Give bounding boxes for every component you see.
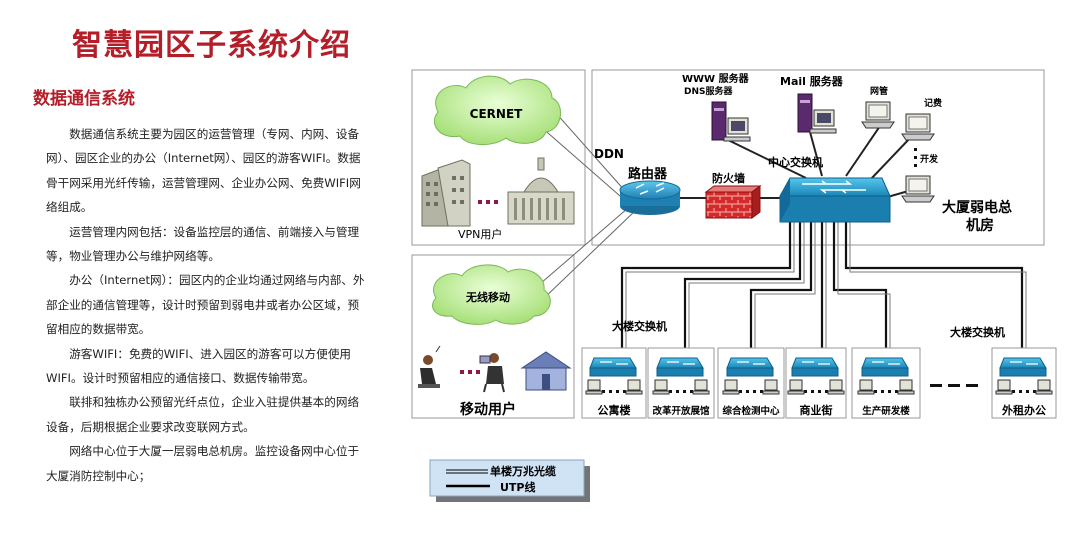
utp-lines (620, 222, 1024, 352)
firewall-icon (704, 185, 762, 219)
building-label: 综合检测中心 (722, 405, 780, 417)
central-switch-icon (779, 177, 891, 223)
paragraph: 网络中心位于大厦一层弱电总机房。监控设备网中心位于大厦消防控制中心； (46, 444, 360, 483)
building-box: 商业街 (785, 347, 847, 419)
pc-icon (787, 379, 805, 395)
vertical-dots (914, 148, 917, 167)
building-switch-icon (791, 357, 839, 377)
wireless-label: 无线移动 (465, 290, 510, 304)
pc-icon (692, 379, 710, 395)
description-text: 数据通信系统主要为园区的运营管理（专网、内网、设备网）、园区企业的办公（Inte… (46, 122, 368, 488)
building-box: 综合检测中心 (717, 347, 785, 419)
dotted-link (1012, 390, 1036, 393)
paragraph: 游客WIFI：免费的WIFI、进入园区的游客可以方便使用WIFI。设计时预留相应… (46, 346, 352, 386)
building-switch-icon (999, 357, 1047, 377)
ellipsis-dashes (930, 384, 978, 387)
router-icon (619, 180, 681, 215)
accounting-pc-icon (901, 113, 935, 141)
building-switch-icon (656, 357, 704, 377)
pc-icon (625, 379, 643, 395)
dotted-link (874, 390, 898, 393)
section-title: 数据通信系统 (33, 89, 135, 109)
ddn-label: DDN (594, 147, 624, 161)
pc-icon (585, 379, 603, 395)
building-label: 商业街 (800, 403, 833, 417)
dns-server-label: DNS服务器 (684, 85, 733, 97)
house-icon (520, 351, 572, 391)
vpn-users-label: VPN用户 (458, 227, 502, 241)
building-box: 生产研发楼 (851, 347, 921, 419)
wireless-cloud: 无线移动 (432, 264, 551, 325)
page-title: 智慧园区子系统介绍 (72, 28, 351, 63)
network-mgmt-label: 网管 (870, 85, 888, 97)
firewall-label: 防火墙 (712, 171, 745, 185)
paragraph: 运营管理内网包括：设备监控层的通信、前端接入与管理等，物业管理办公与维护网络等。 (46, 224, 360, 264)
pc-icon (827, 379, 845, 395)
mobile-user-icon (418, 345, 441, 388)
dotted-link (804, 390, 828, 393)
mobile-users-label: 移动用户 (460, 401, 516, 418)
www-server-icon (711, 101, 751, 142)
pc-icon (1035, 379, 1053, 395)
building-switch-label: 大楼交换机 (950, 325, 1005, 339)
mail-server-label: Mail 服务器 (780, 74, 844, 88)
dotted-link (739, 390, 763, 393)
legend-fiber-label: 单楼万兆光缆 (490, 464, 556, 478)
pc-icon (995, 379, 1013, 395)
cernet-label: CERNET (470, 107, 523, 121)
fiber-lines (625, 222, 1027, 352)
building-switch-icon (589, 357, 637, 377)
capitol-building-icon (507, 157, 575, 225)
pc-icon (857, 379, 875, 395)
pc-icon (897, 379, 915, 395)
building-switch-label: 大楼交换机 (612, 319, 667, 333)
laptop-user-icon (479, 353, 505, 393)
pc-icon (722, 379, 740, 395)
paragraph: 办公（Internet网）：园区内的企业均通过网络与内部、外部企业的通信管理等，… (46, 273, 365, 337)
development-label: 开发 (920, 153, 939, 165)
accounting-label: 记费 (924, 97, 942, 109)
pc-icon (762, 379, 780, 395)
building-box: 改革开放展馆 (647, 347, 715, 419)
building-switch-icon (726, 357, 774, 377)
cernet-cloud: CERNET (433, 75, 561, 145)
paragraph: 联排和独栋办公预留光纤点位，企业入驻提供基本的网络设备，后期根据企业要求改变联网… (46, 395, 360, 434)
building-box: 外租办公 (991, 347, 1057, 419)
network-mgmt-pc-icon (861, 101, 895, 129)
machine-room-label-2: 机房 (966, 217, 994, 234)
paragraph: 数据通信系统主要为园区的运营管理（专网、内网、设备网）、园区企业的办公（Inte… (46, 127, 361, 215)
www-server-label: WWW 服务器 (682, 72, 750, 85)
building-box: 公寓楼 (581, 347, 647, 419)
dotted-link (602, 390, 626, 393)
central-switch-label: 中心交换机 (768, 155, 823, 169)
legend-utp-label: UTP线 (500, 480, 536, 494)
pc-icon (652, 379, 670, 395)
ellipsis-dots (478, 200, 498, 204)
building-label: 生产研发楼 (862, 405, 910, 417)
office-building-icon (421, 159, 471, 227)
mail-server-icon (797, 93, 837, 134)
machine-room-label-1: 大厦弱电总 (942, 199, 1012, 216)
router-label: 路由器 (628, 166, 668, 182)
dotted-link (669, 390, 693, 393)
building-label: 公寓楼 (598, 403, 631, 417)
building-switch-icon (861, 357, 909, 377)
building-label: 改革开放展馆 (652, 405, 710, 417)
development-pc-icon (901, 175, 935, 203)
building-label: 外租办公 (1001, 403, 1046, 417)
ellipsis-dots (460, 370, 480, 374)
legend: 单楼万兆光缆 UTP线 (429, 459, 590, 502)
